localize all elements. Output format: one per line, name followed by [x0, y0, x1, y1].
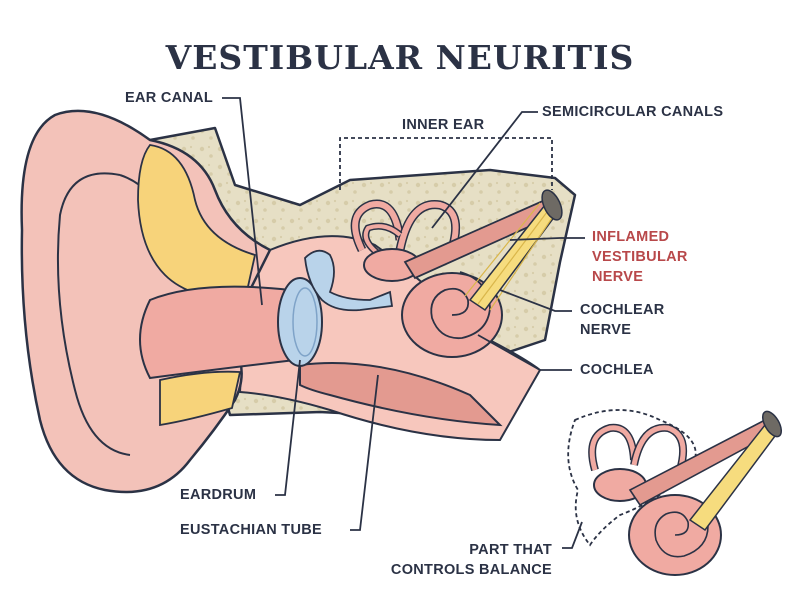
ear-canal-shape	[139, 285, 297, 380]
leader-cochlea	[477, 334, 572, 371]
label-semicircular-canals: SEMICIRCULAR CANALS	[542, 104, 724, 120]
leader-cochlear-nerve	[499, 289, 572, 312]
label-balance-line-1: PART THAT	[469, 542, 552, 558]
semicircular-canals-shape	[350, 199, 461, 258]
ossicles	[304, 249, 394, 312]
leader-lines	[222, 97, 585, 549]
label-inner-ear: INNER EAR	[402, 117, 485, 133]
leader-inflamed-nerve	[509, 237, 585, 241]
leader-eardrum	[275, 359, 301, 496]
eustachian-tube-shape	[299, 362, 503, 427]
label-cochlear-line-1: COCHLEAR	[580, 302, 665, 318]
nerve-bundle	[403, 189, 563, 312]
leader-balance	[562, 521, 583, 549]
label-ear-canal: EAR CANAL	[125, 90, 214, 106]
label-eustachian-tube: EUSTACHIAN TUBE	[180, 522, 322, 538]
label-inflamed-line-3: NERVE	[592, 269, 644, 285]
page-title: VESTIBULAR NEURITIS	[165, 38, 635, 77]
leader-ear-canal	[222, 97, 263, 306]
label-inflamed-line-1: INFLAMED	[592, 229, 670, 245]
label-balance-line-2: CONTROLS BALANCE	[390, 562, 552, 578]
label-inflamed-line-2: VESTIBULAR	[592, 249, 688, 265]
label-eardrum: EARDRUM	[180, 487, 257, 503]
balance-inset	[567, 409, 783, 576]
leader-eustachian-tube	[350, 374, 379, 531]
inner-ear-bracket	[339, 137, 553, 190]
label-cochlea: COCHLEA	[580, 362, 654, 378]
label-cochlear-line-2: NERVE	[580, 322, 632, 338]
leader-semicircular-canals	[431, 111, 538, 229]
